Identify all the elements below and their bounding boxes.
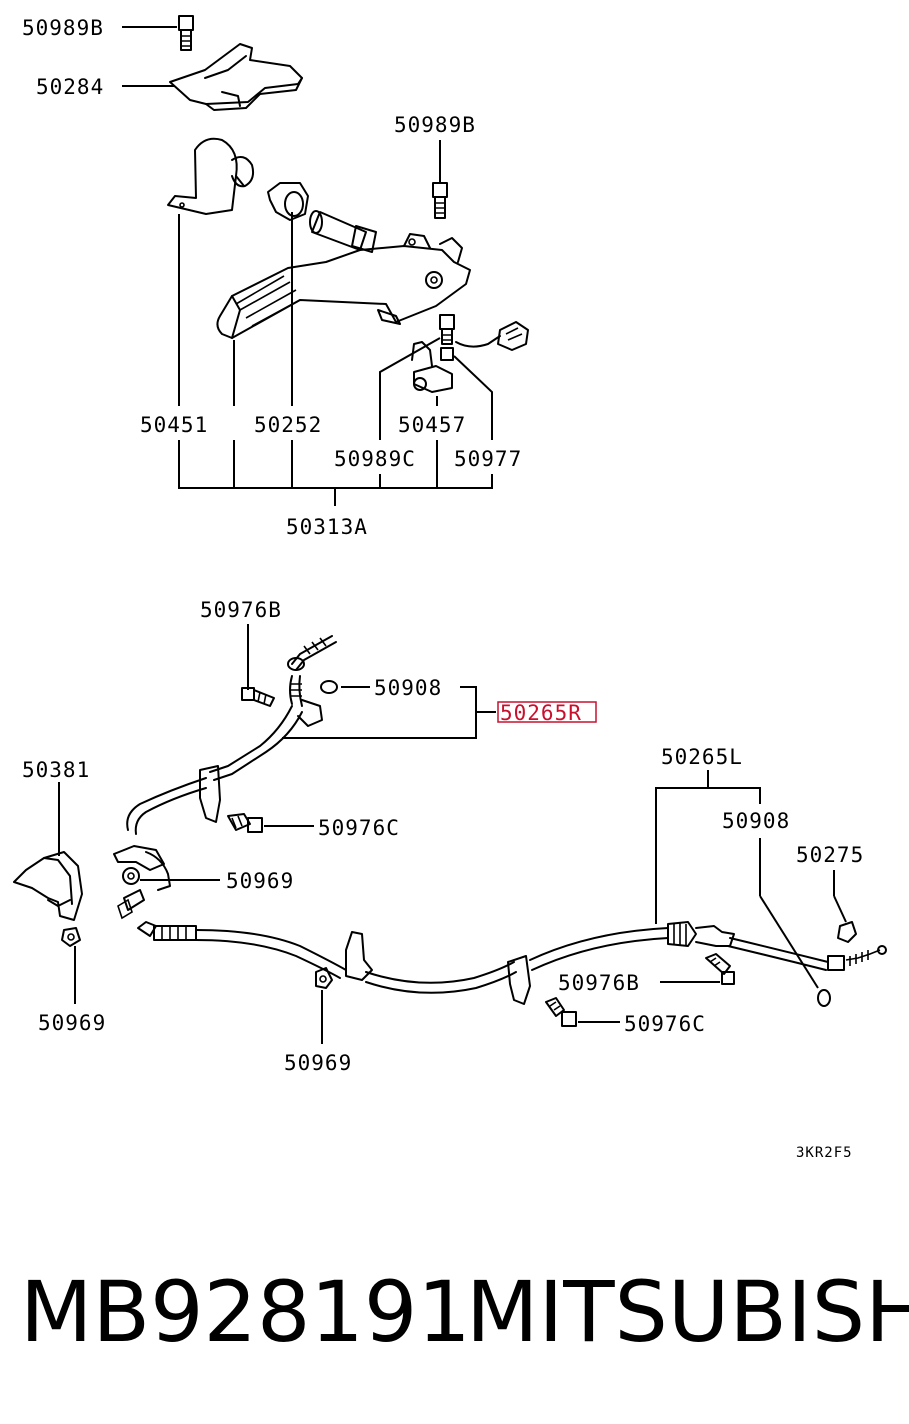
label-connector[interactable]: 50977 bbox=[454, 447, 522, 471]
bolt-b-right-icon bbox=[705, 953, 735, 985]
bushing-icon bbox=[267, 182, 309, 221]
label-bolt-top[interactable]: 50989B bbox=[22, 16, 104, 40]
bolt-c-right-icon bbox=[545, 997, 577, 1027]
bolt-b-top-icon bbox=[241, 687, 275, 707]
clip-bottom-left-icon bbox=[61, 927, 81, 947]
label-grommet-left[interactable]: 50908 bbox=[722, 809, 790, 833]
connector-icon bbox=[440, 321, 529, 361]
label-bolt-b-right[interactable]: 50976B bbox=[558, 971, 640, 995]
label-assembly[interactable]: 50313A bbox=[286, 515, 368, 539]
bolt-right-icon bbox=[432, 182, 448, 219]
brake-switch-icon bbox=[411, 341, 453, 393]
cable-left-icon bbox=[137, 921, 887, 1005]
label-cable-left[interactable]: 50265L bbox=[661, 745, 743, 769]
label-guide[interactable]: 50381 bbox=[22, 758, 90, 782]
top-group: 50989B 50284 50989B 50451 50252 50457 50… bbox=[22, 15, 529, 539]
cable-right-icon bbox=[113, 635, 337, 920]
cable-guide-icon bbox=[13, 851, 83, 921]
highlight-box bbox=[497, 701, 597, 723]
label-switch[interactable]: 50457 bbox=[398, 413, 466, 437]
label-bolt-c-left[interactable]: 50976C bbox=[318, 816, 400, 840]
label-grommet-right-top[interactable]: 50908 bbox=[374, 676, 442, 700]
label-clip-bottom-left[interactable]: 50969 bbox=[38, 1011, 106, 1035]
clip-end-icon bbox=[837, 921, 857, 943]
part-number: MB928191 bbox=[20, 1263, 471, 1361]
bolt-top-icon bbox=[178, 15, 194, 51]
label-bracket[interactable]: 50284 bbox=[36, 75, 104, 99]
label-clip-bottom[interactable]: 50969 bbox=[284, 1051, 352, 1075]
label-clip-left[interactable]: 50969 bbox=[226, 869, 294, 893]
support-bracket-icon bbox=[167, 137, 255, 215]
diagram-code: 3KR2F5 bbox=[796, 1145, 853, 1161]
label-bolt-right[interactable]: 50989B bbox=[394, 113, 476, 137]
label-clip-end[interactable]: 50275 bbox=[796, 843, 864, 867]
grommet-left-icon bbox=[817, 989, 831, 1007]
label-bracket-left[interactable]: 50451 bbox=[140, 413, 208, 437]
label-bolt-c-right[interactable]: 50976C bbox=[624, 1012, 706, 1036]
clip-left-icon bbox=[122, 867, 140, 885]
screw-icon bbox=[439, 314, 455, 345]
bracket-icon bbox=[169, 43, 303, 111]
bottom-group: 50976B 50908 50265R 50381 50976C 50969 5… bbox=[13, 598, 887, 1075]
grommet-right-icon bbox=[320, 680, 338, 694]
clip-bottom-icon bbox=[315, 967, 333, 989]
label-screw[interactable]: 50989C bbox=[334, 447, 416, 471]
footer: MB928191 MITSUBISHI bbox=[0, 1262, 909, 1372]
brand-name: MITSUBISHI bbox=[466, 1263, 909, 1361]
parking-lever-icon bbox=[216, 210, 471, 339]
label-cable-right[interactable]: 50265R bbox=[500, 701, 582, 725]
label-bushing[interactable]: 50252 bbox=[254, 413, 322, 437]
bolt-c-left-icon bbox=[227, 813, 263, 833]
label-bolt-b-top[interactable]: 50976B bbox=[200, 598, 282, 622]
